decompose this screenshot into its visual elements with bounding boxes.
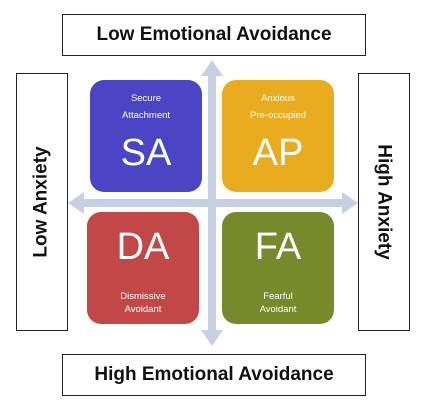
quadrant-da-line2: Avoidant [124, 304, 162, 315]
low-emotional-avoidance-label: Low Emotional Avoidance [62, 14, 366, 56]
quadrant-fa-line2: Avoidant [259, 304, 297, 315]
quadrant-sa-line1: Secure [130, 93, 162, 104]
horizontal-axis [78, 199, 348, 207]
quadrant-ap-line2: Pre-occupied [250, 110, 306, 121]
quadrant-fa-line1: Fearful [263, 291, 293, 302]
quadrant-fa-abbr: FA [254, 226, 302, 268]
left-arrow-icon [68, 192, 84, 214]
quadrant-fearful-avoidant: FA Fearful Avoidant [222, 212, 334, 324]
up-arrow-icon [201, 60, 223, 76]
quadrant-secure-attachment: Secure Attachment SA [90, 80, 202, 192]
quadrant-dismissive-avoidant: DA Dismissive Avoidant [87, 212, 199, 324]
quadrant-ap-abbr: AP [252, 132, 304, 174]
axes-group [68, 60, 358, 346]
right-arrow-icon [342, 192, 358, 214]
high-emotional-avoidance-label: High Emotional Avoidance [62, 354, 366, 396]
low-emotional-avoidance-text: Low Emotional Avoidance [96, 24, 332, 45]
quadrant-da-abbr: DA [116, 226, 170, 268]
quadrant-sa-line2: Attachment [121, 110, 171, 121]
down-arrow-icon [201, 330, 223, 346]
low-anxiety-label: Low Anxiety [16, 73, 68, 331]
high-anxiety-label: High Anxiety [358, 73, 410, 331]
quadrant-da-line1: Dismissive [120, 291, 166, 302]
quadrant-anxious-preoccupied: Anxious Pre-occupied AP [222, 80, 334, 192]
quadrant-sa-abbr: SA [120, 132, 172, 174]
quadrant-ap-line1: Anxious [261, 93, 295, 104]
high-emotional-avoidance-text: High Emotional Avoidance [94, 364, 334, 385]
